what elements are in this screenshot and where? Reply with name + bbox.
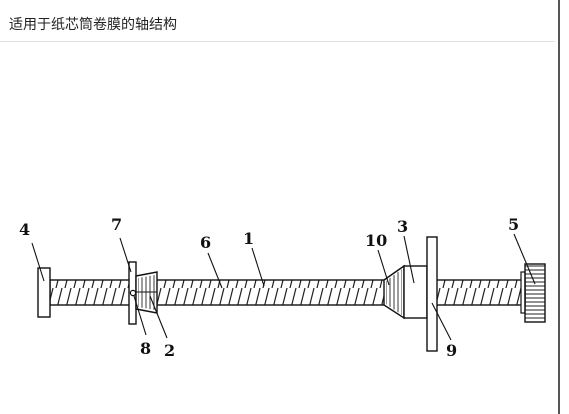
- label-1: 1: [243, 229, 254, 248]
- left-cone-gear: [135, 271, 158, 314]
- right-cone: [383, 264, 428, 320]
- label-4: 4: [19, 220, 30, 239]
- left-bolt: [129, 289, 137, 297]
- right-flange-plate: [426, 236, 438, 352]
- label-8: 8: [140, 339, 151, 358]
- label-7: 7: [111, 215, 122, 234]
- threaded-shaft: [49, 279, 526, 306]
- left-end-plate: [37, 267, 51, 318]
- scrollbar-edge: [558, 0, 569, 414]
- label-5: 5: [508, 215, 519, 234]
- shaft-structure-diagram: 4 7 6 1 10 3 5 8 2 9: [19, 215, 546, 360]
- label-9: 9: [446, 341, 457, 360]
- label-3: 3: [397, 217, 408, 236]
- knurled-knob: [520, 263, 546, 323]
- leader-lines: [31, 233, 536, 341]
- label-6: 6: [200, 233, 211, 252]
- page-title: 适用于纸芯筒卷膜的轴结构: [9, 17, 177, 33]
- page-header: 适用于纸芯筒卷膜的轴结构: [0, 0, 555, 42]
- label-2: 2: [164, 341, 175, 360]
- label-10: 10: [365, 231, 387, 250]
